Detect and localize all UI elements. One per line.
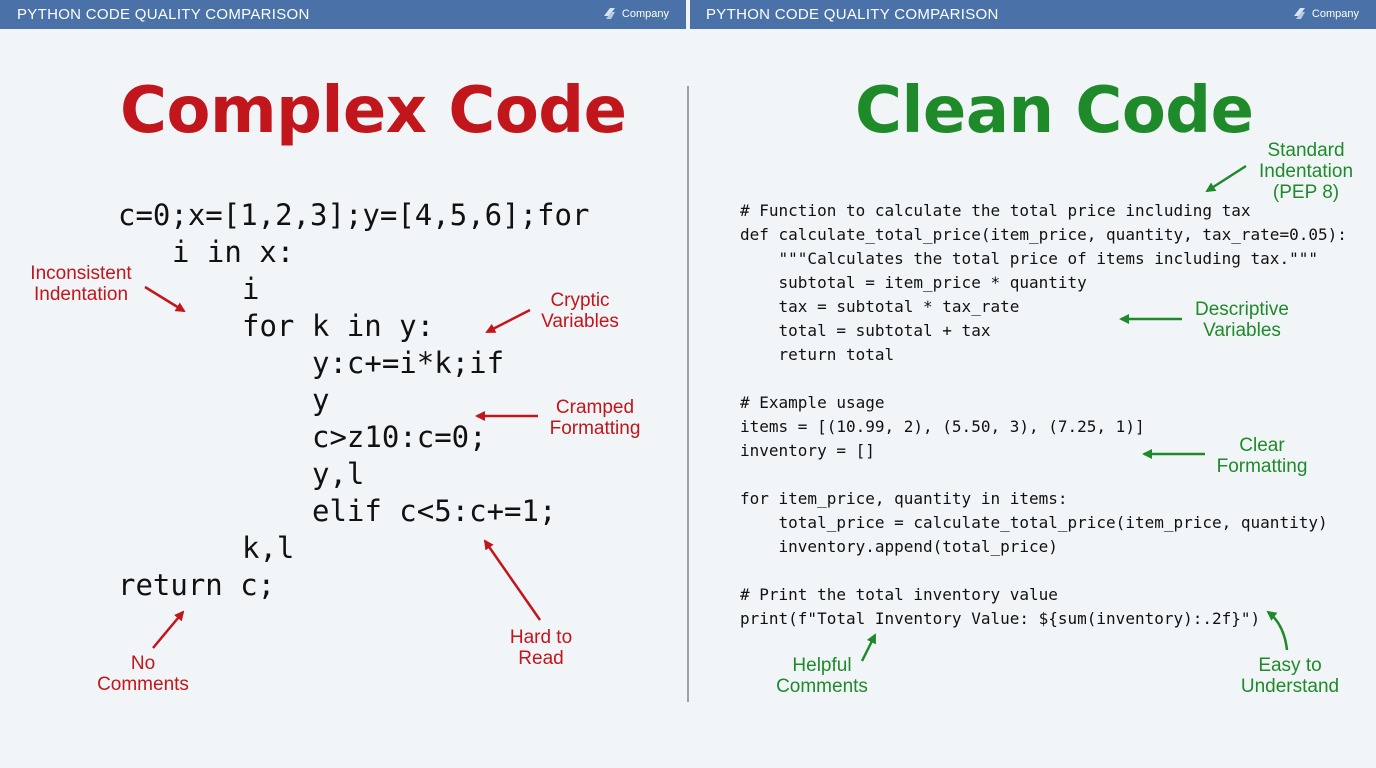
clean-code-line: for item_price, quantity in items: bbox=[740, 489, 1068, 508]
clean-code-line: items = [(10.99, 2), (5.50, 3), (7.25, 1… bbox=[740, 417, 1145, 436]
panel-divider bbox=[687, 86, 689, 702]
left-header-bar: PYTHON CODE QUALITY COMPARISON Company bbox=[0, 0, 686, 29]
clean-code-line: return total bbox=[740, 345, 895, 364]
clean-code-line: total_price = calculate_total_price(item… bbox=[740, 513, 1328, 532]
complex-code-line: y bbox=[312, 383, 330, 417]
annotation-hard-to-read: Hard to Read bbox=[509, 627, 573, 669]
annotation-easy-to-understand: Easy to Understand bbox=[1240, 655, 1340, 697]
complex-code-line: y:c+=i*k;if bbox=[312, 346, 505, 380]
complex-code-line: elif c<5:c+=1; bbox=[312, 494, 557, 528]
arrow-hard-to-read bbox=[483, 539, 542, 621]
left-company-label: Company bbox=[602, 6, 669, 21]
clean-code-line: inventory.append(total_price) bbox=[740, 537, 1058, 556]
complex-code-line: k,l bbox=[242, 531, 295, 565]
right-header-bar: PYTHON CODE QUALITY COMPARISON Company bbox=[690, 0, 1376, 29]
complex-code-line: i bbox=[242, 272, 260, 306]
clean-code-line: # Print the total inventory value bbox=[740, 585, 1058, 604]
complex-code-line: c=0;x=[1,2,3];y=[4,5,6];for bbox=[118, 198, 590, 232]
arrow-cryptic-variables bbox=[485, 308, 531, 334]
arrow-no-comments bbox=[152, 610, 185, 649]
clean-code-line: # Function to calculate the total price … bbox=[740, 201, 1251, 220]
complex-code-line: return c; bbox=[118, 568, 276, 602]
clean-code-line: # Example usage bbox=[740, 393, 885, 412]
annotation-cryptic-variables: Cryptic Variables bbox=[541, 290, 619, 332]
arrow-standard-indentation bbox=[1205, 164, 1247, 193]
clean-code-line: inventory = [] bbox=[740, 441, 875, 460]
arrow-easy-to-understand bbox=[1266, 610, 1289, 651]
annotation-clear-formatting: Clear Formatting bbox=[1216, 435, 1308, 477]
annotation-standard-indentation: Standard Indentation (PEP 8) bbox=[1258, 140, 1354, 203]
company-logo-icon bbox=[1293, 8, 1305, 19]
clean-code-line: """Calculates the total price of items i… bbox=[740, 249, 1318, 268]
clean-code-line: print(f"Total Inventory Value: ${sum(inv… bbox=[740, 609, 1261, 628]
company-logo-icon bbox=[603, 8, 615, 19]
annotation-cramped-formatting: Cramped Formatting bbox=[549, 397, 641, 439]
clean-code-line: subtotal = item_price * quantity bbox=[740, 273, 1087, 292]
clean-code-line: total = subtotal + tax bbox=[740, 321, 991, 340]
right-company-label: Company bbox=[1292, 6, 1359, 21]
complex-code-heading: Complex Code bbox=[120, 74, 627, 148]
complex-code-line: y,l bbox=[312, 457, 365, 491]
clean-code-line: def calculate_total_price(item_price, qu… bbox=[740, 225, 1347, 244]
left-header-title: PYTHON CODE QUALITY COMPARISON bbox=[17, 6, 310, 23]
header-gap bbox=[686, 0, 690, 29]
right-header-title: PYTHON CODE QUALITY COMPARISON bbox=[706, 6, 999, 23]
left-company-text: Company bbox=[621, 7, 669, 20]
complex-code-line: for k in y: bbox=[242, 309, 435, 343]
clean-code-line: tax = subtotal * tax_rate bbox=[740, 297, 1020, 316]
complex-code-line: i in x: bbox=[172, 235, 295, 269]
clean-code-heading: Clean Code bbox=[855, 74, 1254, 148]
annotation-no-comments: No Comments bbox=[97, 653, 189, 695]
arrow-inconsistent-indentation bbox=[144, 285, 186, 313]
right-company-text: Company bbox=[1311, 7, 1359, 20]
annotation-inconsistent-indentation: Inconsistent Indentation bbox=[30, 263, 132, 305]
complex-code-line: c>z10:c=0; bbox=[312, 420, 487, 454]
annotation-descriptive-variables: Descriptive Variables bbox=[1195, 299, 1289, 341]
annotation-helpful-comments: Helpful Comments bbox=[776, 655, 868, 697]
